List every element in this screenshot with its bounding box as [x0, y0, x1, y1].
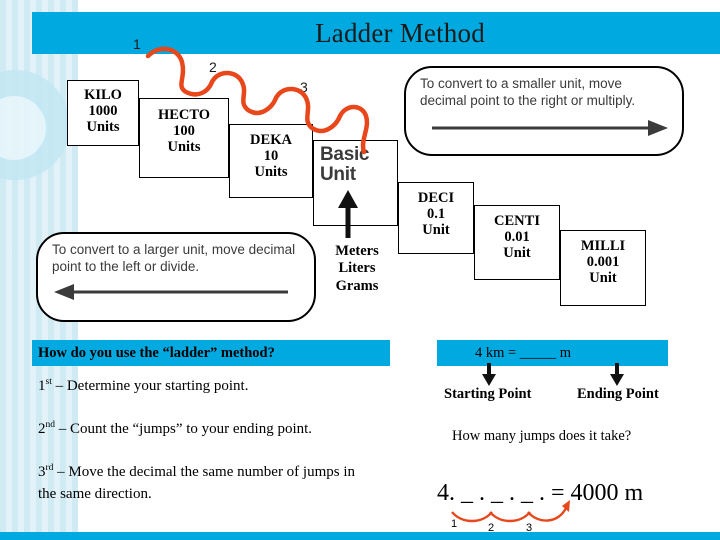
deci-unit: Unit — [422, 222, 450, 239]
centi-value: 0.01 — [504, 229, 530, 246]
ladder-step-base: Basic Unit — [313, 140, 398, 226]
jump-number-3: 3 — [526, 522, 533, 534]
hecto-unit: Units — [167, 139, 201, 156]
milli-value: 0.001 — [586, 254, 620, 271]
deka-value: 10 — [263, 148, 279, 165]
deka-prefix: DEKA — [250, 132, 292, 148]
callout-larger-text: To convert to a larger unit, move decima… — [52, 242, 296, 274]
starting-point-label: Starting Point — [444, 386, 532, 402]
instruction-3: 3rd – Move the decimal the same number o… — [38, 462, 358, 506]
instruction-1-ordinal: 1 — [38, 378, 46, 394]
instruction-1-text: – Determine your starting point. — [51, 378, 249, 394]
ladder-step-deka: DEKA 10 Units — [229, 124, 313, 198]
starting-point-arrow-icon — [482, 363, 496, 386]
centi-prefix: CENTI — [494, 213, 540, 229]
instruction-2-suffix: nd — [45, 420, 56, 430]
step-number-1: 1 — [133, 36, 141, 52]
jumps-question: How many jumps does it take? — [452, 428, 632, 444]
callout-smaller-unit: To convert to a smaller unit, move decim… — [404, 66, 684, 156]
base-prefix: Basic — [320, 144, 370, 165]
instruction-3-ordinal: 3 — [38, 464, 46, 480]
callout-larger-unit: To convert to a larger unit, move decima… — [36, 232, 316, 322]
question-banner — [32, 340, 390, 366]
instruction-1-suffix: st — [45, 377, 52, 387]
callout-smaller-text: To convert to a smaller unit, move decim… — [420, 76, 636, 108]
instruction-2: 2nd – Count the “jumps” to your ending p… — [38, 420, 312, 438]
example-equation: 4. _ . _ . _ . = 4000 m — [437, 480, 644, 506]
deka-unit: Units — [254, 164, 288, 181]
ladder-step-centi: CENTI 0.01 Unit — [474, 205, 560, 280]
centi-unit: Unit — [503, 245, 531, 262]
milli-prefix: MILLI — [580, 238, 626, 254]
base-example-liters: Liters — [338, 260, 376, 277]
kilo-prefix: KILO — [84, 87, 122, 103]
example-banner — [437, 340, 668, 366]
kilo-value: 1000 — [88, 103, 118, 120]
ladder-step-hecto: HECTO 100 Units — [139, 98, 229, 178]
instruction-2-text: – Count the “jumps” to your ending point… — [55, 421, 313, 437]
deci-value: 0.1 — [426, 206, 446, 223]
deci-prefix: DECI — [417, 190, 455, 206]
ending-point-arrow-icon — [610, 363, 624, 386]
ladder-step-milli: MILLI 0.001 Unit — [560, 230, 646, 306]
instruction-3-suffix: rd — [45, 463, 54, 473]
question-banner-text: How do you use the “ladder” method? — [38, 345, 275, 361]
hecto-value: 100 — [173, 123, 195, 140]
step-number-2: 2 — [209, 59, 217, 75]
ending-point-label: Ending Point — [577, 386, 659, 402]
instruction-2-ordinal: 2 — [38, 421, 46, 437]
jump-number-1: 1 — [451, 518, 458, 530]
base-unit-examples: Meters Liters Grams — [322, 243, 392, 295]
bottom-accent-bar — [0, 532, 720, 540]
ladder-step-kilo: KILO 1000 Units — [67, 80, 139, 146]
instruction-3-text: – Move the decimal the same number of ju… — [38, 464, 356, 502]
base-unit-text: Basic Unit — [320, 145, 402, 185]
example-banner-text: 4 km = _____ m — [475, 345, 571, 361]
step-number-3: 3 — [300, 79, 308, 95]
base-example-meters: Meters — [335, 243, 379, 259]
jump-number-2: 2 — [488, 522, 495, 534]
base-value: Unit — [320, 163, 356, 185]
base-example-grams: Grams — [335, 277, 379, 294]
page-title: Ladder Method — [315, 18, 485, 48]
kilo-unit: Units — [86, 119, 120, 136]
ladder-step-deci: DECI 0.1 Unit — [398, 182, 474, 254]
milli-unit: Unit — [589, 270, 617, 287]
hecto-prefix: HECTO — [157, 107, 211, 123]
instruction-1: 1st – Determine your starting point. — [38, 377, 248, 395]
